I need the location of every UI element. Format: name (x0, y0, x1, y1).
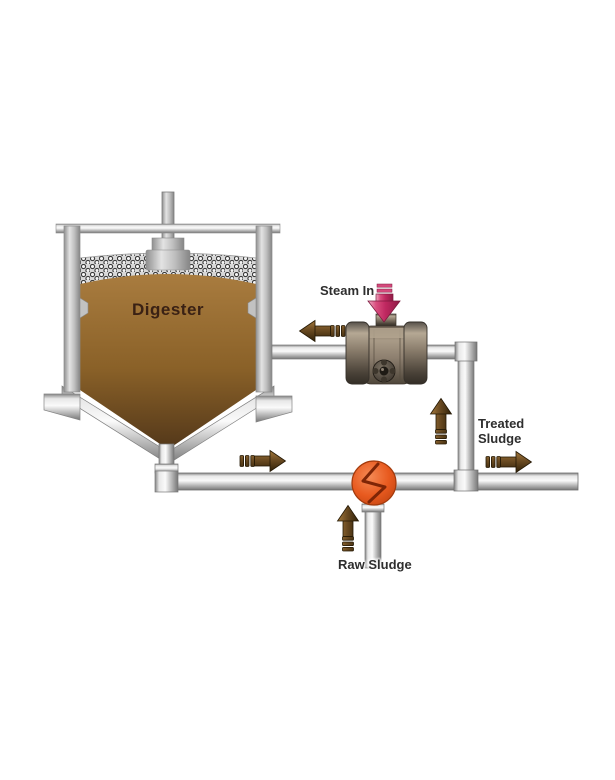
exchanger-flange-left (345, 321, 370, 385)
tank-support-right (255, 395, 293, 423)
flow-arrow-digester-outlet-icon (239, 450, 286, 472)
treated-sludge-label: Treated Sludge (478, 416, 525, 446)
pipe-elbow-right (454, 341, 478, 362)
drain-valve-knob (372, 359, 396, 383)
valve-zigzag (361, 462, 387, 504)
tank-frame-beam (55, 223, 281, 234)
tank-support-left (43, 393, 81, 421)
pipes (154, 341, 579, 569)
digester-label: Digester (132, 300, 205, 319)
sludge-volume (80, 274, 256, 446)
pipe-exchanger-to-digester (271, 344, 355, 360)
flow-arrow-raw-in-icon (337, 505, 359, 552)
exchanger-flange-right (403, 321, 428, 385)
exchanger-top-highlight (366, 328, 408, 338)
mixing-valve (351, 460, 397, 506)
flow-arrow-treated-out-icon (485, 451, 532, 473)
pipe-recirculation-riser (457, 351, 475, 479)
tank-notch-left (79, 297, 89, 319)
tank-notch-right (247, 297, 257, 319)
heat-exchanger (345, 313, 428, 385)
agitator-shaft (161, 191, 175, 245)
agitator-base (145, 249, 191, 271)
steam-in-arrow-icon (367, 283, 401, 323)
steam-in-label: Steam In (320, 283, 375, 298)
pipe-tee-joint (453, 469, 479, 492)
flow-arrow-riser-up-icon (430, 398, 452, 445)
pipe-elbow-left (154, 470, 179, 493)
tank-wall-right (255, 225, 273, 393)
raw-sludge-label: Raw Sludge (338, 557, 412, 572)
tank-wall-left (63, 225, 81, 393)
digester-tank (43, 191, 293, 465)
flow-arrow-to-digester-icon (299, 320, 346, 342)
